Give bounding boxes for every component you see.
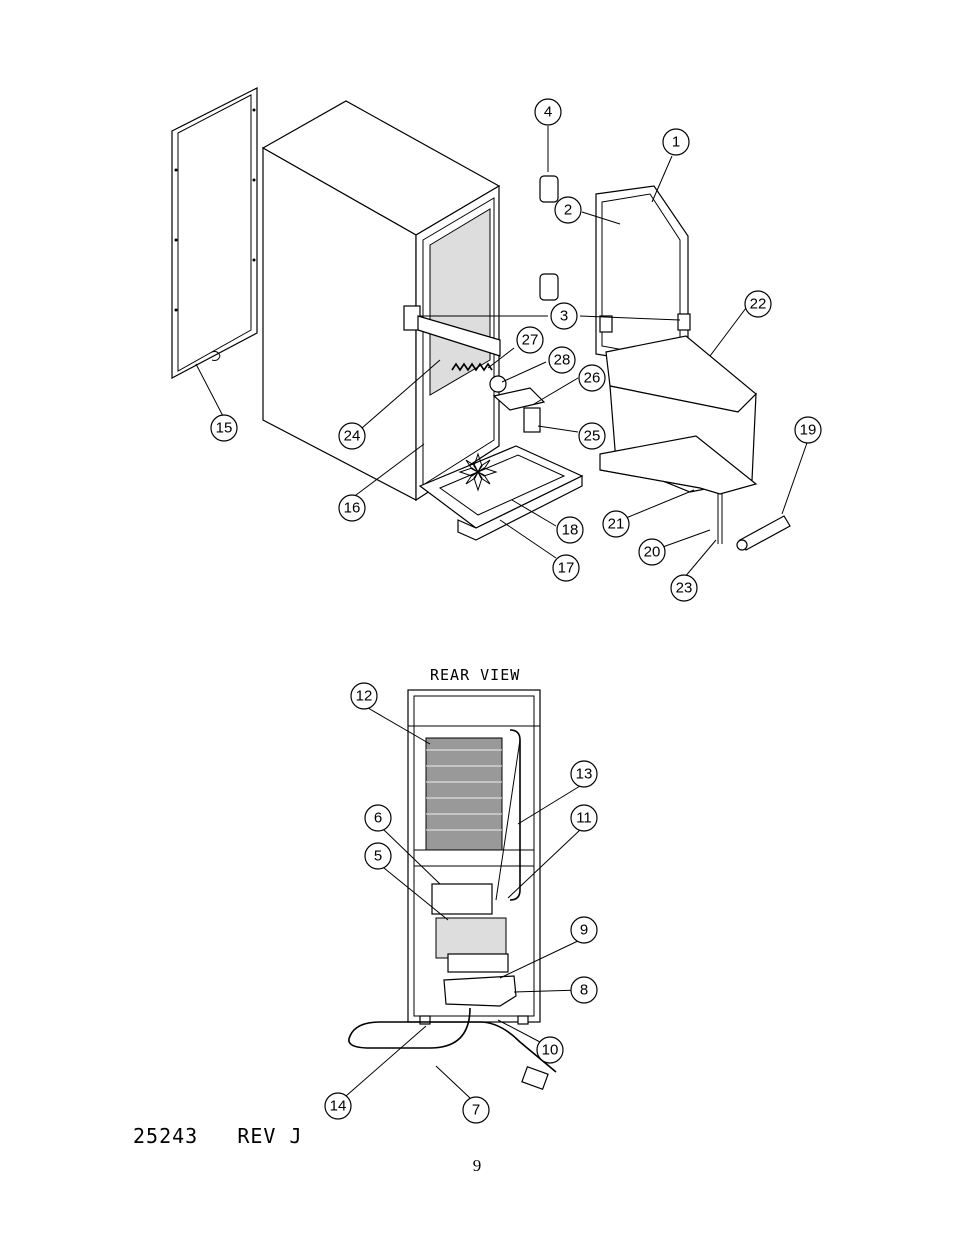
svg-text:28: 28	[554, 352, 571, 369]
dispense-mechanism	[403, 305, 546, 433]
document-number: 25243 REV J	[133, 1124, 303, 1148]
svg-text:1: 1	[672, 134, 680, 151]
door	[595, 185, 691, 359]
callout-7: 7	[462, 1096, 490, 1124]
base-bracket	[599, 435, 758, 544]
svg-text:14: 14	[330, 1098, 347, 1115]
callout-17: 17	[552, 554, 580, 582]
svg-text:5: 5	[374, 848, 382, 865]
svg-text:4: 4	[544, 104, 552, 121]
leader-lines-rear	[345, 707, 581, 1099]
callout-18: 18	[556, 516, 584, 544]
callout-27: 27	[516, 326, 544, 354]
callout-3: 3	[550, 302, 578, 330]
svg-text:15: 15	[216, 420, 233, 437]
svg-text:24: 24	[344, 428, 361, 445]
svg-text:10: 10	[542, 1042, 559, 1059]
svg-text:6: 6	[374, 810, 382, 827]
callout-1: 1	[662, 128, 690, 156]
callout-6: 6	[364, 804, 392, 832]
svg-text:2: 2	[564, 202, 572, 219]
callout-15: 15	[210, 414, 238, 442]
cabinet	[261, 100, 501, 502]
svg-text:18: 18	[562, 522, 579, 539]
svg-text:22: 22	[750, 296, 767, 313]
svg-text:17: 17	[558, 560, 575, 577]
callout-12: 12	[350, 682, 378, 710]
power-cord	[348, 1007, 557, 1073]
condenser-coil	[425, 737, 503, 851]
hinge-parts	[539, 175, 559, 301]
callout-8: 8	[570, 976, 598, 1004]
svg-text:7: 7	[472, 1102, 480, 1119]
svg-text:25: 25	[584, 428, 601, 445]
leader-lines-top	[195, 126, 809, 579]
callout-23: 23	[670, 574, 698, 602]
svg-text:9: 9	[580, 922, 588, 939]
heater-part	[736, 515, 791, 551]
plug	[521, 1065, 549, 1091]
callout-4: 4	[534, 98, 562, 126]
rear-view	[345, 689, 581, 1099]
callout-22: 22	[744, 290, 772, 318]
svg-text:16: 16	[344, 500, 361, 517]
callout-5: 5	[364, 842, 392, 870]
svg-text:13: 13	[576, 766, 593, 783]
svg-text:11: 11	[576, 810, 592, 827]
svg-text:23: 23	[676, 580, 693, 597]
svg-text:8: 8	[580, 982, 588, 999]
callout-24: 24	[338, 422, 366, 450]
callout-25: 25	[578, 422, 606, 450]
callout-14: 14	[324, 1092, 352, 1120]
svg-text:20: 20	[644, 544, 661, 561]
callout-11: 11	[570, 804, 598, 832]
svg-text:26: 26	[584, 370, 601, 387]
callout-28: 28	[548, 346, 576, 374]
svg-text:3: 3	[560, 308, 568, 325]
callout-21: 21	[602, 510, 630, 538]
callout-26: 26	[578, 364, 606, 392]
callout-10: 10	[536, 1036, 564, 1064]
callout-19: 19	[794, 416, 822, 444]
side-panel	[171, 87, 258, 379]
page-number: 9	[472, 1156, 482, 1175]
callout-2: 2	[554, 196, 582, 224]
callout-16: 16	[338, 494, 366, 522]
callout-9: 9	[570, 916, 598, 944]
exploded-view	[171, 87, 809, 579]
callout-20: 20	[638, 538, 666, 566]
rear-view-title: REAR VIEW	[430, 666, 521, 684]
svg-text:21: 21	[608, 516, 625, 533]
svg-text:27: 27	[522, 332, 539, 349]
svg-text:19: 19	[800, 422, 817, 439]
callout-13: 13	[570, 760, 598, 788]
svg-text:12: 12	[356, 688, 373, 705]
drip-tray	[418, 445, 584, 541]
